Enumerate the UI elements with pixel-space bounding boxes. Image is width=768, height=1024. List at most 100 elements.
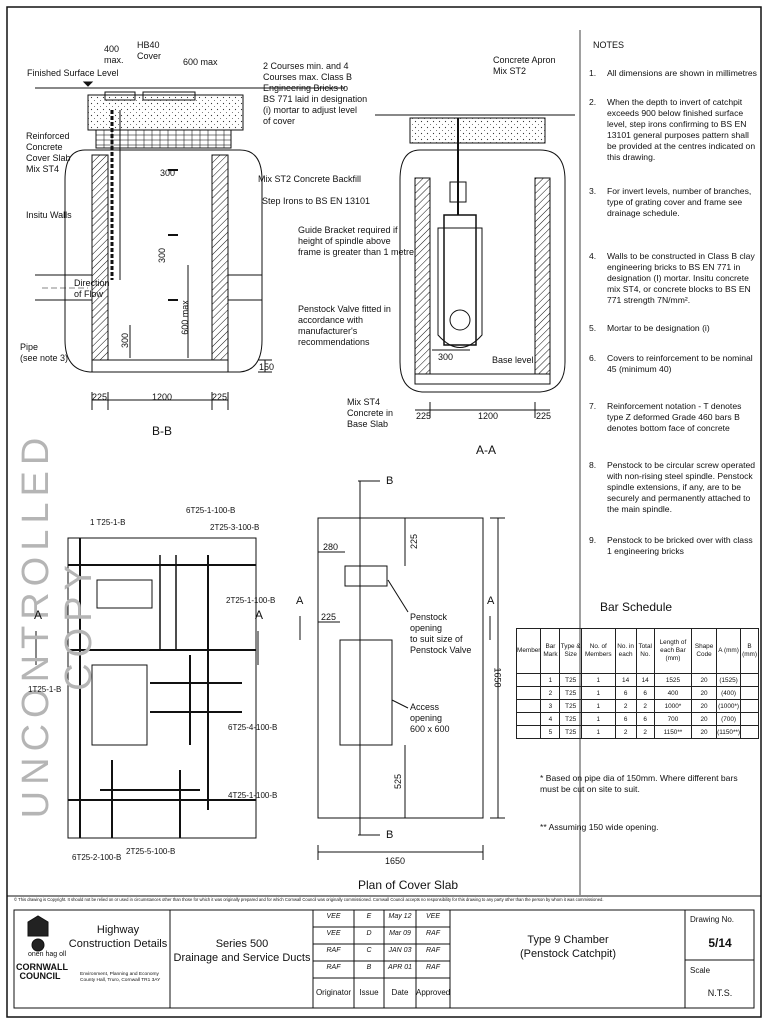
- note-text: Covers to reinforcement to be nominal 45…: [607, 353, 753, 374]
- rev-d-originator: VEE: [326, 930, 341, 937]
- cell: 20: [691, 673, 718, 687]
- cell: 14: [635, 673, 655, 687]
- step-irons-label: Step Irons to BS EN 13101: [262, 196, 371, 206]
- rebar-label-7: 4T25-1-100-B: [228, 791, 278, 800]
- dim-300-a: 300: [160, 168, 176, 178]
- rev-c-approved: RAF: [426, 947, 440, 954]
- cell: (1000*): [716, 699, 742, 713]
- plan-section-a-right: A: [487, 595, 495, 607]
- cell: T25: [559, 712, 582, 726]
- council-small-motto: onen hag oll: [28, 951, 67, 958]
- drawing-number: 5/14: [708, 936, 732, 950]
- cell: 1: [580, 725, 616, 739]
- cell: [515, 686, 542, 700]
- rev-c-issue: C: [366, 947, 372, 954]
- direction-of-flow-label: Direction of Flow: [74, 278, 110, 299]
- plan-section-a-left: A: [296, 595, 304, 607]
- cell: [740, 725, 759, 739]
- rebar-label-2: 6T25-1-100-B: [186, 506, 236, 515]
- section-aa-title: A-A: [476, 443, 497, 457]
- cell: 6: [614, 712, 637, 726]
- rebar-label-8: 6T25-2-100-B: [72, 853, 122, 862]
- dim-225-vertical: 225: [409, 533, 420, 550]
- highway-construction-details: Highway Construction Details: [68, 924, 168, 950]
- cell: 20: [691, 712, 718, 726]
- cell: 6: [614, 686, 637, 700]
- rebar-section-a-left: A: [34, 608, 43, 622]
- finished-surface-label: Finished Surface Level: [27, 68, 119, 78]
- dim-600max: 600 max: [179, 300, 190, 335]
- cell: [515, 712, 542, 726]
- rev-header-issue: Issue: [359, 988, 379, 997]
- cell: 1150**: [653, 725, 693, 739]
- note-text: Penstock to be bricked over with class 1…: [607, 535, 753, 556]
- note-text: Walls to be constructed in Class B clay …: [607, 251, 755, 305]
- header-shape-code: Shape Code: [691, 628, 718, 674]
- cell: 3: [540, 699, 561, 713]
- bar-schedule-header-row: Member Bar Mark Type & Size No. of Membe…: [515, 628, 759, 674]
- rev-d-date: Mar 09: [389, 930, 411, 937]
- cell: 400: [653, 686, 693, 700]
- rev-header-date: Date: [391, 988, 409, 997]
- rev-e-approved: VEE: [425, 913, 440, 920]
- hb40-cover-label: HB40 Cover: [137, 40, 162, 61]
- guide-bracket-label: Guide Bracket required if height of spin…: [298, 225, 415, 257]
- cell: [740, 686, 759, 700]
- dim-1650-horizontal: 1650: [385, 856, 406, 866]
- cell: 1: [540, 673, 561, 687]
- cell: [515, 725, 542, 739]
- note-number: 4.: [589, 251, 597, 261]
- bar-schedule-table: Member Bar Mark Type & Size No. of Membe…: [515, 628, 759, 739]
- note-text: All dimensions are shown in millimetres: [607, 68, 757, 78]
- backfill-label: Mix ST2 Concrete Backfill: [258, 174, 362, 184]
- cover-slab-label: Reinforced Concrete Cover Slab Mix ST4: [26, 131, 71, 174]
- copyright-notice: © This drawing is Copyright. It should n…: [14, 897, 604, 902]
- section-bb-title: B-B: [152, 424, 173, 438]
- section-aa-drawing: [375, 114, 575, 418]
- rebar-label-9: 2T25-5-100-B: [126, 847, 176, 856]
- rev-b-issue: B: [366, 964, 372, 971]
- penstock-opening-label: Penstock opening to suit size of Penstoc…: [410, 612, 472, 655]
- dim-225-right-aa: 225: [536, 411, 552, 421]
- cell: 2: [635, 699, 655, 713]
- cell: 1000*: [653, 699, 693, 713]
- note-number: 9.: [589, 535, 597, 545]
- header-bar-mark: Bar Mark: [540, 628, 561, 674]
- dim-225-left-bb: 225: [92, 392, 108, 402]
- note-number: 5.: [589, 323, 597, 333]
- header-no-each: No. in each: [614, 628, 637, 674]
- dim-400-label: 400 max.: [104, 44, 124, 65]
- courses-label: 2 Courses min. and 4 Courses max. Class …: [263, 61, 368, 126]
- dim-1200-aa: 1200: [478, 411, 499, 421]
- drawing-title: Type 9 Chamber (Penstock Catchpit): [520, 934, 616, 960]
- access-opening-label: Access opening 600 x 600: [410, 702, 450, 734]
- plan-section-b-bottom: B: [386, 829, 394, 841]
- reinforcement-drawing: [35, 537, 259, 839]
- rebar-label-4: 2T25-1-100-B: [226, 596, 276, 605]
- rebar-label-6: 6T25-4-100-B: [228, 723, 278, 732]
- cornwall-council-logo-text: CORNWALL COUNCIL: [16, 962, 68, 981]
- scale-label: Scale: [690, 966, 711, 975]
- cell: 6: [635, 686, 655, 700]
- note-text: Penstock to be circular screw operated w…: [607, 460, 756, 514]
- scale-value: N.T.S.: [707, 988, 733, 998]
- plan-section-b-top: B: [386, 475, 394, 487]
- header-member: Member: [515, 628, 542, 674]
- section-bb-drawing: [35, 81, 345, 410]
- dim-300-c: 300: [120, 332, 131, 349]
- cell: 6: [635, 712, 655, 726]
- dim-300-b: 300: [157, 247, 168, 264]
- cell: (400): [716, 686, 742, 700]
- rev-b-originator: RAF: [326, 964, 341, 971]
- note-number: 8.: [589, 460, 597, 470]
- plan-title: Plan of Cover Slab: [358, 878, 459, 892]
- cell: T25: [559, 686, 582, 700]
- cell: 2: [614, 725, 637, 739]
- rebar-label-5: 1T25-1-B: [28, 685, 62, 694]
- header-no-members: No. of Members: [580, 628, 616, 674]
- dim-150: 150: [259, 362, 275, 372]
